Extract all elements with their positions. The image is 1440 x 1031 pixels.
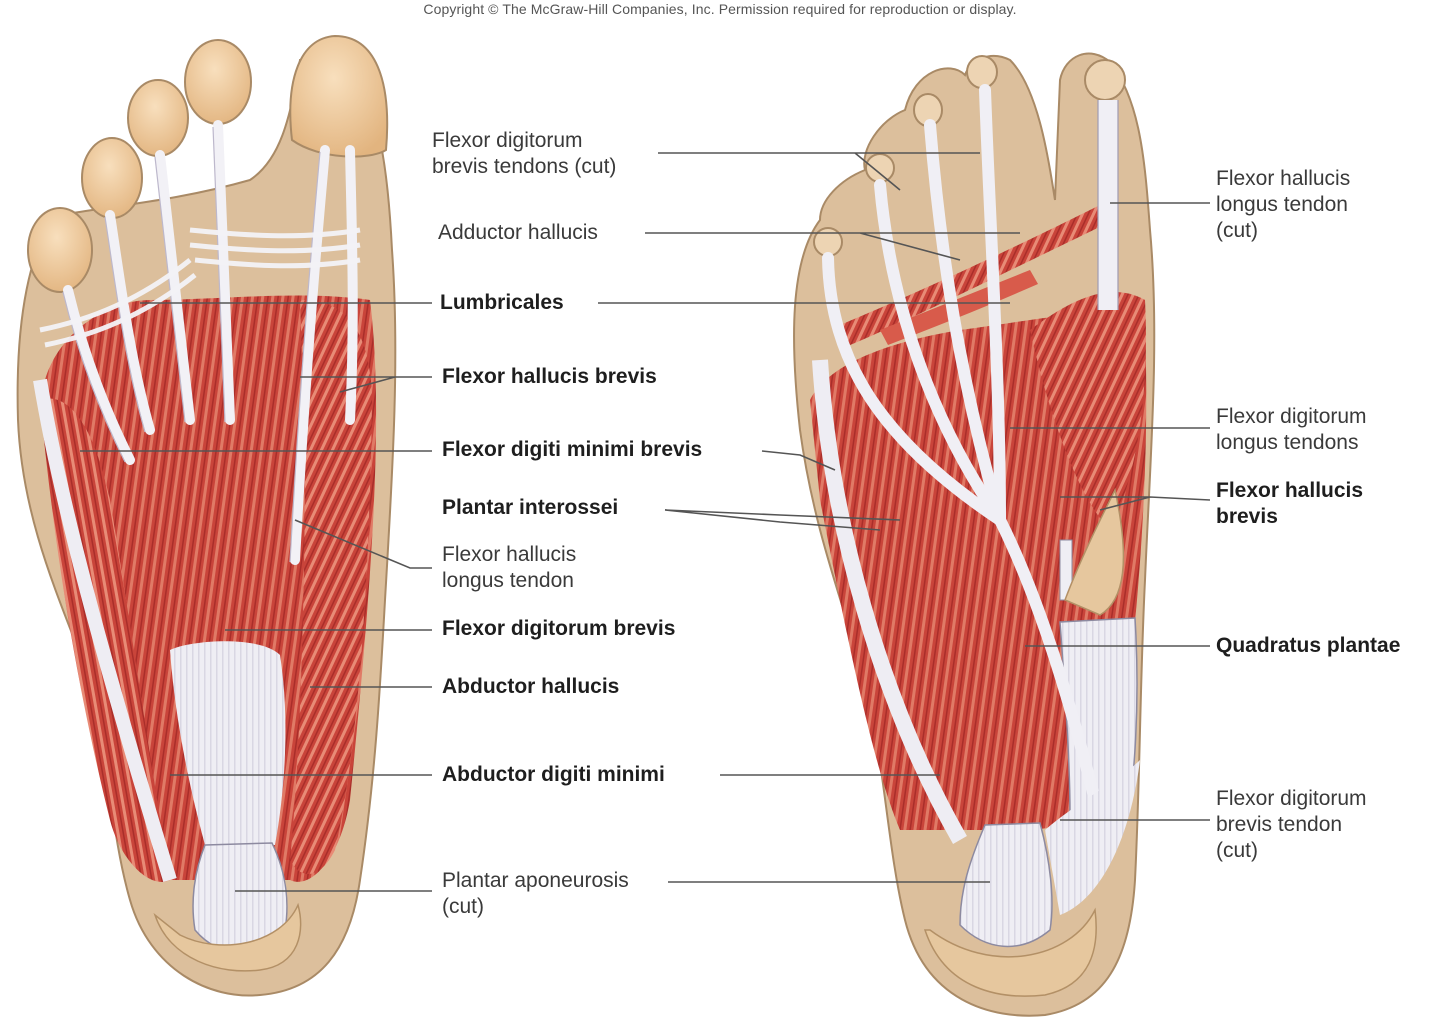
copyright-notice: Copyright © The McGraw-Hill Companies, I… bbox=[423, 1, 1017, 17]
label-lumbricales: Lumbricales bbox=[440, 291, 564, 314]
label-abductor-digiti-minimi: Abductor digiti minimi bbox=[442, 763, 665, 786]
label-flexor-hallucis-brevis-left: Flexor hallucis brevis bbox=[442, 365, 657, 388]
label-flexor-hallucis-longus-tendon: Flexor hallucis longus tendon bbox=[442, 543, 577, 592]
label-adductor-hallucis: Adductor hallucis bbox=[438, 221, 598, 244]
label-flexor-hallucis-brevis-right: Flexor hallucis brevis bbox=[1216, 479, 1364, 528]
label-flexor-digitorum-longus-tendons: Flexor digitorum longus tendons bbox=[1216, 405, 1367, 454]
label-plantar-interossei: Plantar interossei bbox=[442, 496, 619, 519]
leader-lines bbox=[80, 152, 1211, 892]
label-quadratus-plantae: Quadratus plantae bbox=[1216, 634, 1401, 657]
label-flexor-digitorum-brevis-tendons-cut: Flexor digitorum brevis tendons (cut) bbox=[432, 129, 617, 178]
left-foot-superficial bbox=[16, 34, 397, 997]
label-flexor-digiti-minimi-brevis: Flexor digiti minimi brevis bbox=[442, 438, 703, 461]
label-flexor-hallucis-longus-tendon-cut: Flexor hallucis longus tendon (cut) bbox=[1216, 167, 1351, 242]
label-plantar-aponeurosis-cut: Plantar aponeurosis (cut) bbox=[442, 869, 629, 918]
label-flexor-digitorum-brevis-tendon-cut: Flexor digitorum brevis tendon (cut) bbox=[1216, 787, 1367, 862]
right-foot-deep bbox=[793, 52, 1156, 1017]
label-flexor-digitorum-brevis: Flexor digitorum brevis bbox=[442, 617, 676, 640]
label-abductor-hallucis: Abductor hallucis bbox=[442, 675, 620, 698]
